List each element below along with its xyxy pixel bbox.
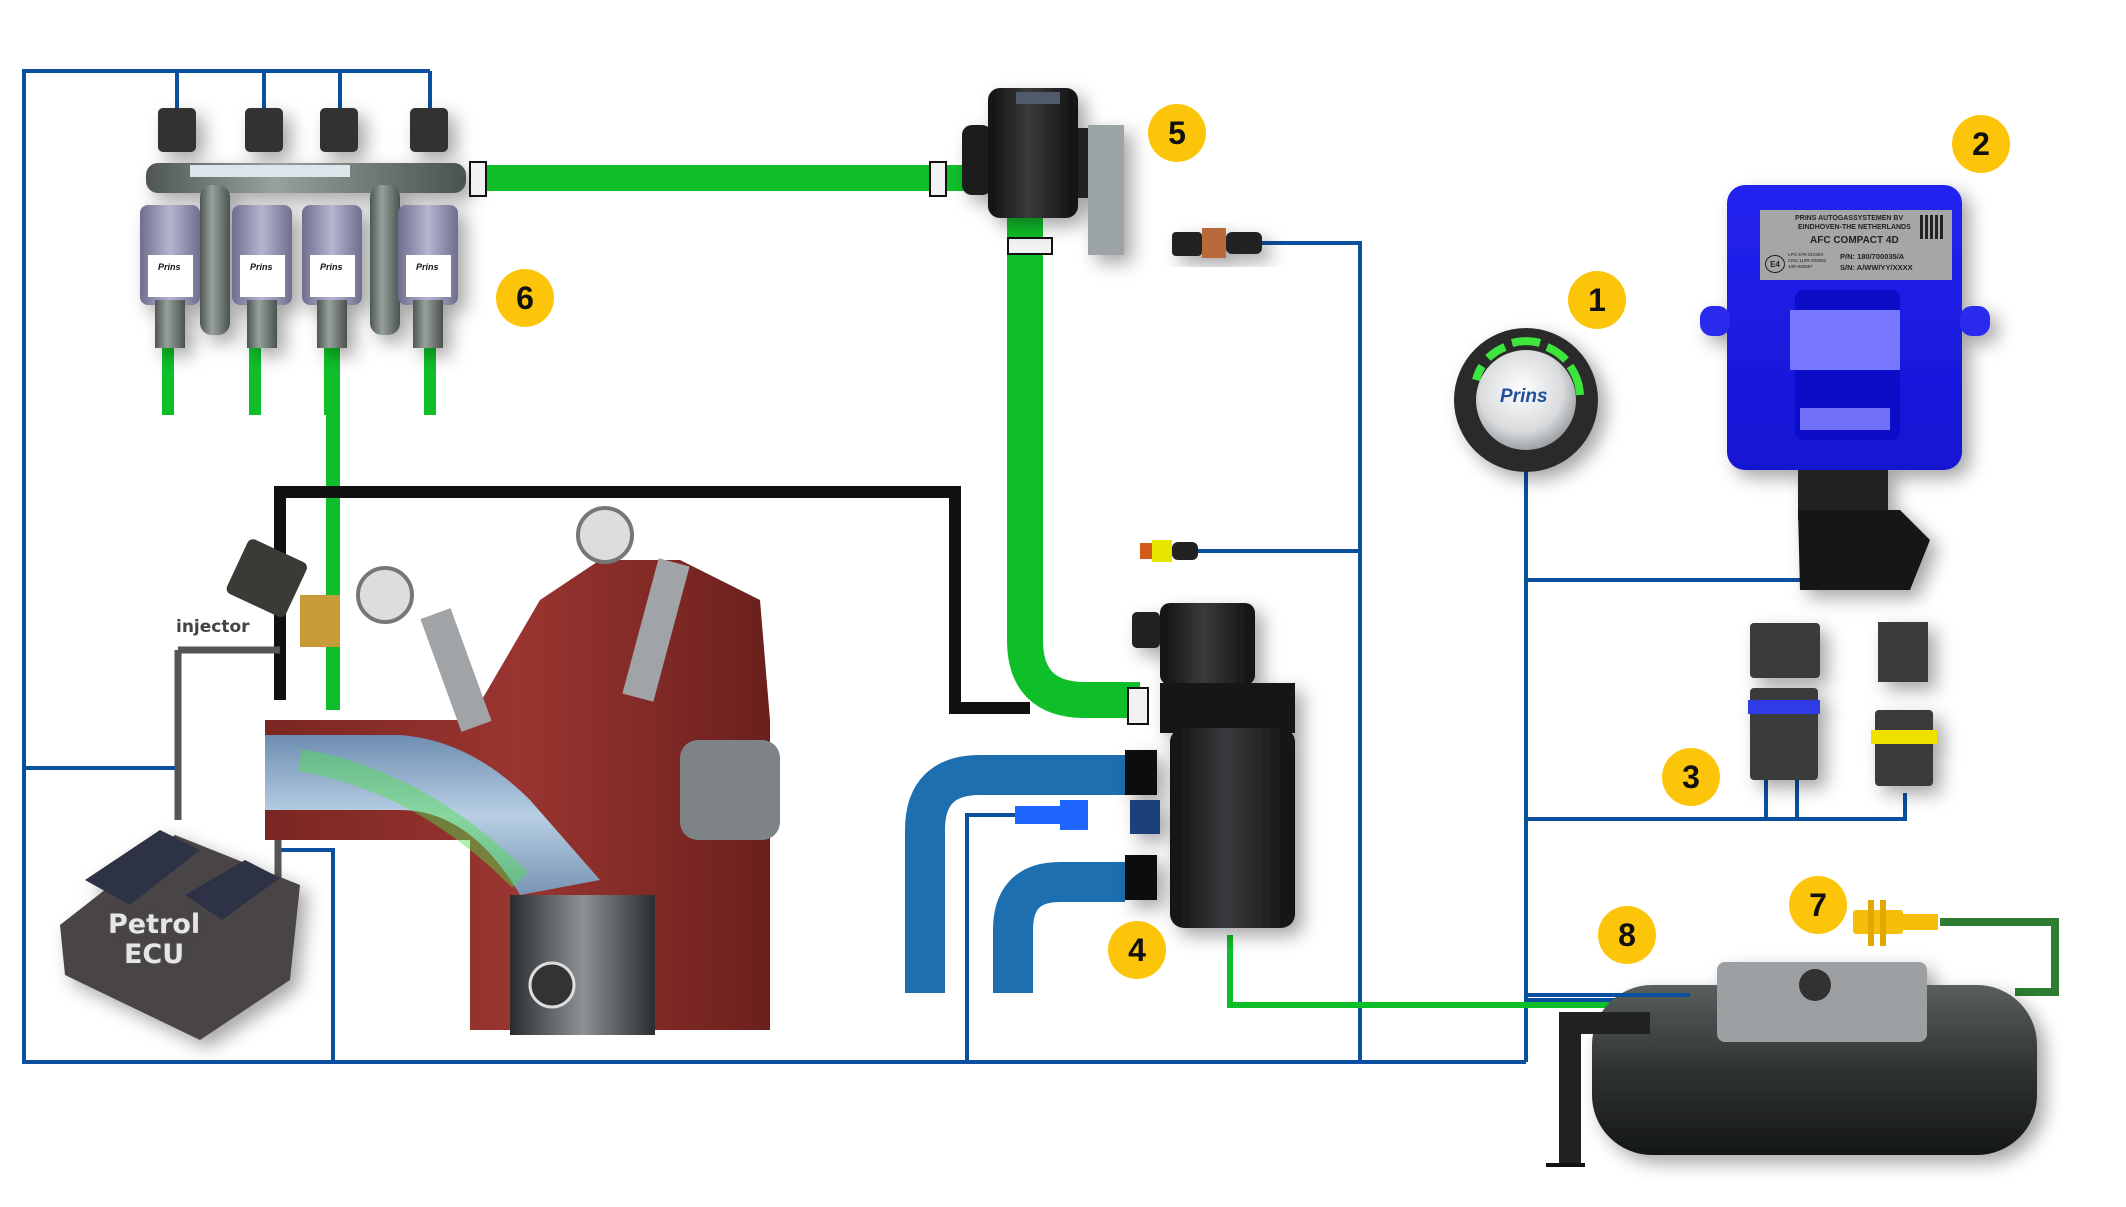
pressure-reducer[interactable] xyxy=(962,88,1124,255)
switch-brand-logo: Prins xyxy=(1500,386,1548,407)
ecu-approval-lpg: LPG 67R-010394 xyxy=(1788,252,1824,257)
badge-1: 1 xyxy=(1568,271,1626,329)
ecu-part-number: P/N: 180/700035/A xyxy=(1840,252,1905,261)
injector-2 xyxy=(232,205,292,348)
injector-plugs xyxy=(158,108,448,152)
ecu-approvals: LPG 67R-010394 CNG 110R-000083 10R-05059… xyxy=(1788,252,1826,270)
signal-wiring xyxy=(22,69,1907,1064)
wire-injector-taps xyxy=(175,71,432,115)
hose-filter-to-tank xyxy=(1227,935,1690,1008)
connector-male-body xyxy=(1878,622,1928,682)
intake-port xyxy=(265,735,600,895)
coolant-hose-inlet xyxy=(905,755,1125,993)
ecu-approval-cng: CNG 110R-000083 xyxy=(1788,258,1827,263)
hose-reducer-to-filter xyxy=(1007,210,1140,718)
ecu-serial-number: S/N: A/WW/YY/XXXX xyxy=(1840,263,1913,272)
badge-3: 3 xyxy=(1662,748,1720,806)
injector-3-logo: Prins xyxy=(320,262,343,272)
switch-with-fuel-gauge[interactable] xyxy=(1454,328,1598,472)
badge-6: 6 xyxy=(496,269,554,327)
wire-head-branch xyxy=(278,848,335,1062)
badge-5: 5 xyxy=(1148,104,1206,162)
petrol-ecu-label-line2: ECU xyxy=(123,939,185,970)
ecu-qr-code xyxy=(1920,215,1944,239)
badge-2: 2 xyxy=(1952,115,2010,173)
petrol-ecu[interactable] xyxy=(60,830,300,1040)
badge-4: 4 xyxy=(1108,921,1166,979)
wire-reducer-sensor xyxy=(1262,241,1362,1062)
fuel-level-leds xyxy=(1472,337,1584,396)
badge-7: 7 xyxy=(1789,876,1847,934)
filter-sensor-connector[interactable] xyxy=(1140,540,1198,562)
badge-8: 8 xyxy=(1598,906,1656,964)
coolant-hoses xyxy=(905,755,1125,993)
lpg-tank[interactable] xyxy=(1592,962,2037,1155)
hose-clamps xyxy=(469,161,1149,725)
wire-connectors xyxy=(1526,780,1907,821)
wire-main-loop xyxy=(22,69,1526,1064)
injector-2-logo: Prins xyxy=(250,262,273,272)
injector-rail[interactable] xyxy=(140,108,466,348)
engine-cutaway xyxy=(226,506,780,1035)
level-sensor[interactable] xyxy=(1853,900,1938,946)
piston xyxy=(510,895,655,1035)
reducer-sensor-connector[interactable] xyxy=(1172,228,1262,258)
temp-sensor-connector[interactable] xyxy=(1015,800,1088,830)
petrol-ecu-label-line1: Petrol xyxy=(108,909,201,940)
ecu-location: EINDHOVEN-THE NETHERLANDS xyxy=(1798,224,1911,231)
multivalve xyxy=(1717,962,1927,1042)
ecu-manufacturer: PRINS AUTOGASSYSTEMEN BV xyxy=(1795,215,1904,222)
injector-1 xyxy=(140,205,200,348)
ecu-approval-mark: E4 xyxy=(1765,255,1785,273)
injector-label: injector xyxy=(176,617,250,637)
connector-cap xyxy=(1750,623,1820,678)
injector-4 xyxy=(398,205,458,348)
hose-sensor-to-tank xyxy=(1940,918,2059,996)
connector-male xyxy=(1875,710,1933,786)
injectors xyxy=(140,185,458,348)
petrol-ecu-label: Petrol ECU xyxy=(108,910,200,970)
ecu-model: AFC COMPACT 4D xyxy=(1810,235,1899,246)
vaporizer-filter[interactable] xyxy=(1125,603,1295,928)
injector-1-logo: Prins xyxy=(158,262,181,272)
ecu-approval-emc: 10R-050597 xyxy=(1788,264,1813,269)
coolant-hose-outlet xyxy=(993,862,1125,993)
wiring-connectors[interactable] xyxy=(1748,622,1937,786)
wire-temp-sensor xyxy=(965,813,1015,1062)
injector-3 xyxy=(302,205,362,348)
tank-vent-hose xyxy=(1559,1012,1650,1165)
gas-ecu-nameplate: PRINS AUTOGASSYSTEMEN BV EINDHOVEN-THE N… xyxy=(1760,210,1952,280)
injector-4-logo: Prins xyxy=(416,262,439,272)
